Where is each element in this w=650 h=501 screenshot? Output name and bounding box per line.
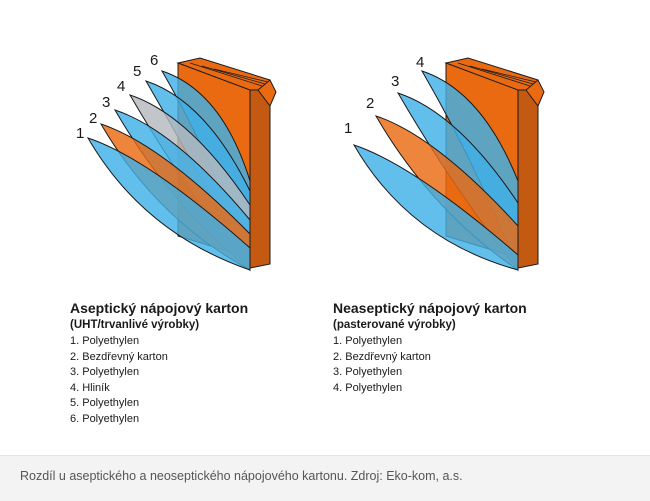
nonaseptic-layer-list: 1. Polyethylen 2. Bezdřevný karton 3. Po… <box>333 334 431 396</box>
aseptic-layer-list: 1. Polyethylen 2. Bezdřevný karton 3. Po… <box>70 334 168 427</box>
carton-side-face <box>517 89 539 269</box>
list-item: 1. Polyethylen <box>70 335 140 347</box>
carton-seal-line <box>201 65 266 85</box>
layer-number-4: 4 <box>416 54 424 71</box>
layer-sheet-1 <box>352 144 519 271</box>
layer-number-2: 2 <box>366 95 374 112</box>
list-item: 4. Polyethylen <box>333 381 403 394</box>
carton-seal-line <box>213 68 269 83</box>
layer-number-3: 3 <box>391 73 399 90</box>
layer-number-3: 3 <box>102 94 110 111</box>
list-item: 2. Bezdřevný karton <box>333 350 431 363</box>
list-item: 4. Hliník <box>70 381 110 394</box>
layer-sheet-1 <box>86 137 251 271</box>
carton-gable <box>257 79 277 107</box>
carton-seal-line <box>469 65 534 85</box>
aseptic-subtitle: (UHT/trvanlivé výrobky) <box>70 319 200 331</box>
list-item: 3. Polyethylen <box>70 366 140 378</box>
nonaseptic-subtitle: (pasterované výrobky) <box>333 319 456 331</box>
list-item: 6. Polyethylen <box>70 412 140 425</box>
carton-seal-line <box>189 62 263 87</box>
list-item: 3. Polyethylen <box>333 366 403 378</box>
carton-gable <box>525 79 545 107</box>
list-item: 5. Polyethylen <box>70 397 140 409</box>
carton-seal-line <box>457 62 531 87</box>
layer-number-2: 2 <box>89 110 97 127</box>
caption-bar: Rozdíl u aseptického a neoseptického náp… <box>0 455 650 501</box>
layer-number-4: 4 <box>117 78 125 95</box>
layer-number-6: 6 <box>150 52 158 69</box>
layer-number-1: 1 <box>344 120 352 137</box>
carton-seal-line <box>481 68 537 83</box>
layer-number-1: 1 <box>76 125 84 142</box>
list-item: 1. Polyethylen <box>333 335 403 347</box>
aseptic-title: Aseptický nápojový karton <box>70 300 249 316</box>
nonaseptic-title: Neaseptický nápojový karton <box>333 300 527 316</box>
carton-side-face <box>249 89 271 269</box>
layer-number-5: 5 <box>133 63 141 80</box>
figure-caption: Rozdíl u aseptického a neoseptického náp… <box>20 469 463 483</box>
list-item: 2. Bezdřevný karton <box>70 350 168 363</box>
